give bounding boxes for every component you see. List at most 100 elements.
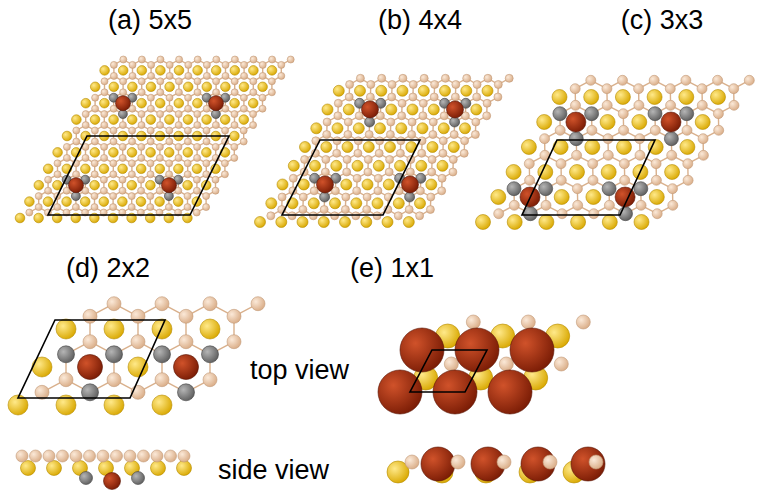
atom	[63, 143, 70, 150]
atom	[333, 149, 341, 157]
unit-cell	[18, 320, 165, 398]
atom	[589, 455, 603, 469]
atom	[332, 123, 343, 134]
atom	[408, 131, 416, 139]
atom	[166, 61, 173, 68]
atom	[713, 109, 723, 119]
atom	[132, 472, 145, 485]
atom	[91, 171, 98, 178]
atom	[110, 193, 117, 200]
atom	[212, 111, 219, 118]
side-view-1x1	[387, 447, 605, 483]
atom	[58, 346, 75, 363]
atom	[157, 78, 164, 85]
atom	[239, 82, 249, 92]
atom	[174, 355, 199, 380]
atom	[227, 335, 241, 349]
atom	[25, 197, 35, 207]
atom	[427, 142, 438, 153]
atom	[634, 84, 644, 94]
atom	[460, 149, 468, 157]
atom	[588, 159, 598, 169]
gray-atoms	[58, 346, 219, 401]
atom	[681, 75, 691, 85]
atom	[603, 134, 613, 144]
atom	[330, 198, 341, 209]
atom	[175, 154, 182, 161]
atom	[407, 104, 418, 115]
atom	[572, 150, 582, 160]
atom	[239, 115, 249, 125]
atom	[184, 160, 191, 167]
atom	[419, 112, 427, 120]
atom	[166, 171, 173, 178]
atom	[600, 115, 615, 130]
atom	[323, 131, 331, 139]
atom	[744, 75, 754, 85]
atom	[120, 78, 127, 85]
atom	[322, 104, 333, 115]
atom	[680, 107, 694, 121]
atom	[483, 112, 491, 120]
atom	[106, 346, 123, 363]
atom	[383, 179, 394, 190]
atom	[90, 82, 100, 92]
atom	[165, 115, 175, 125]
atom	[649, 190, 664, 205]
atom	[250, 111, 257, 118]
atom	[92, 105, 99, 112]
atom	[651, 175, 661, 185]
atom	[118, 197, 128, 207]
atom	[240, 138, 247, 145]
atom	[16, 450, 28, 462]
atom	[318, 217, 329, 228]
atom	[203, 72, 210, 79]
atom	[473, 81, 481, 89]
atom	[230, 131, 240, 141]
atom	[81, 98, 91, 108]
atom	[552, 90, 567, 105]
atom	[165, 204, 172, 211]
atom	[250, 56, 257, 63]
atom	[635, 134, 645, 144]
atom	[269, 56, 276, 63]
atom	[697, 100, 707, 110]
bond-layer	[499, 80, 750, 213]
atom	[543, 455, 557, 469]
atom	[365, 117, 375, 127]
atom	[602, 215, 617, 230]
atom	[452, 81, 460, 89]
atom	[450, 117, 460, 127]
atom	[120, 89, 127, 96]
atom	[321, 142, 332, 153]
atom	[415, 198, 426, 209]
atom	[91, 138, 98, 145]
atom	[617, 140, 632, 155]
atom	[521, 315, 535, 329]
atom	[129, 127, 136, 134]
atom	[729, 84, 739, 94]
atom	[129, 72, 136, 79]
atom	[430, 93, 438, 101]
atom	[138, 143, 145, 150]
atom	[194, 111, 201, 118]
atom	[553, 107, 567, 121]
atom	[635, 150, 645, 160]
atom	[488, 370, 532, 414]
atom	[82, 122, 89, 129]
atom	[589, 209, 599, 219]
atom	[157, 111, 164, 118]
atom	[92, 94, 99, 101]
atom	[116, 96, 131, 111]
atom	[128, 160, 135, 167]
atom	[202, 115, 212, 125]
atom	[193, 98, 203, 108]
atom	[427, 193, 435, 201]
atom	[664, 132, 678, 146]
atom	[386, 131, 394, 139]
atom	[682, 125, 692, 135]
atom	[460, 123, 471, 134]
atom	[405, 192, 415, 202]
atom	[255, 217, 266, 228]
